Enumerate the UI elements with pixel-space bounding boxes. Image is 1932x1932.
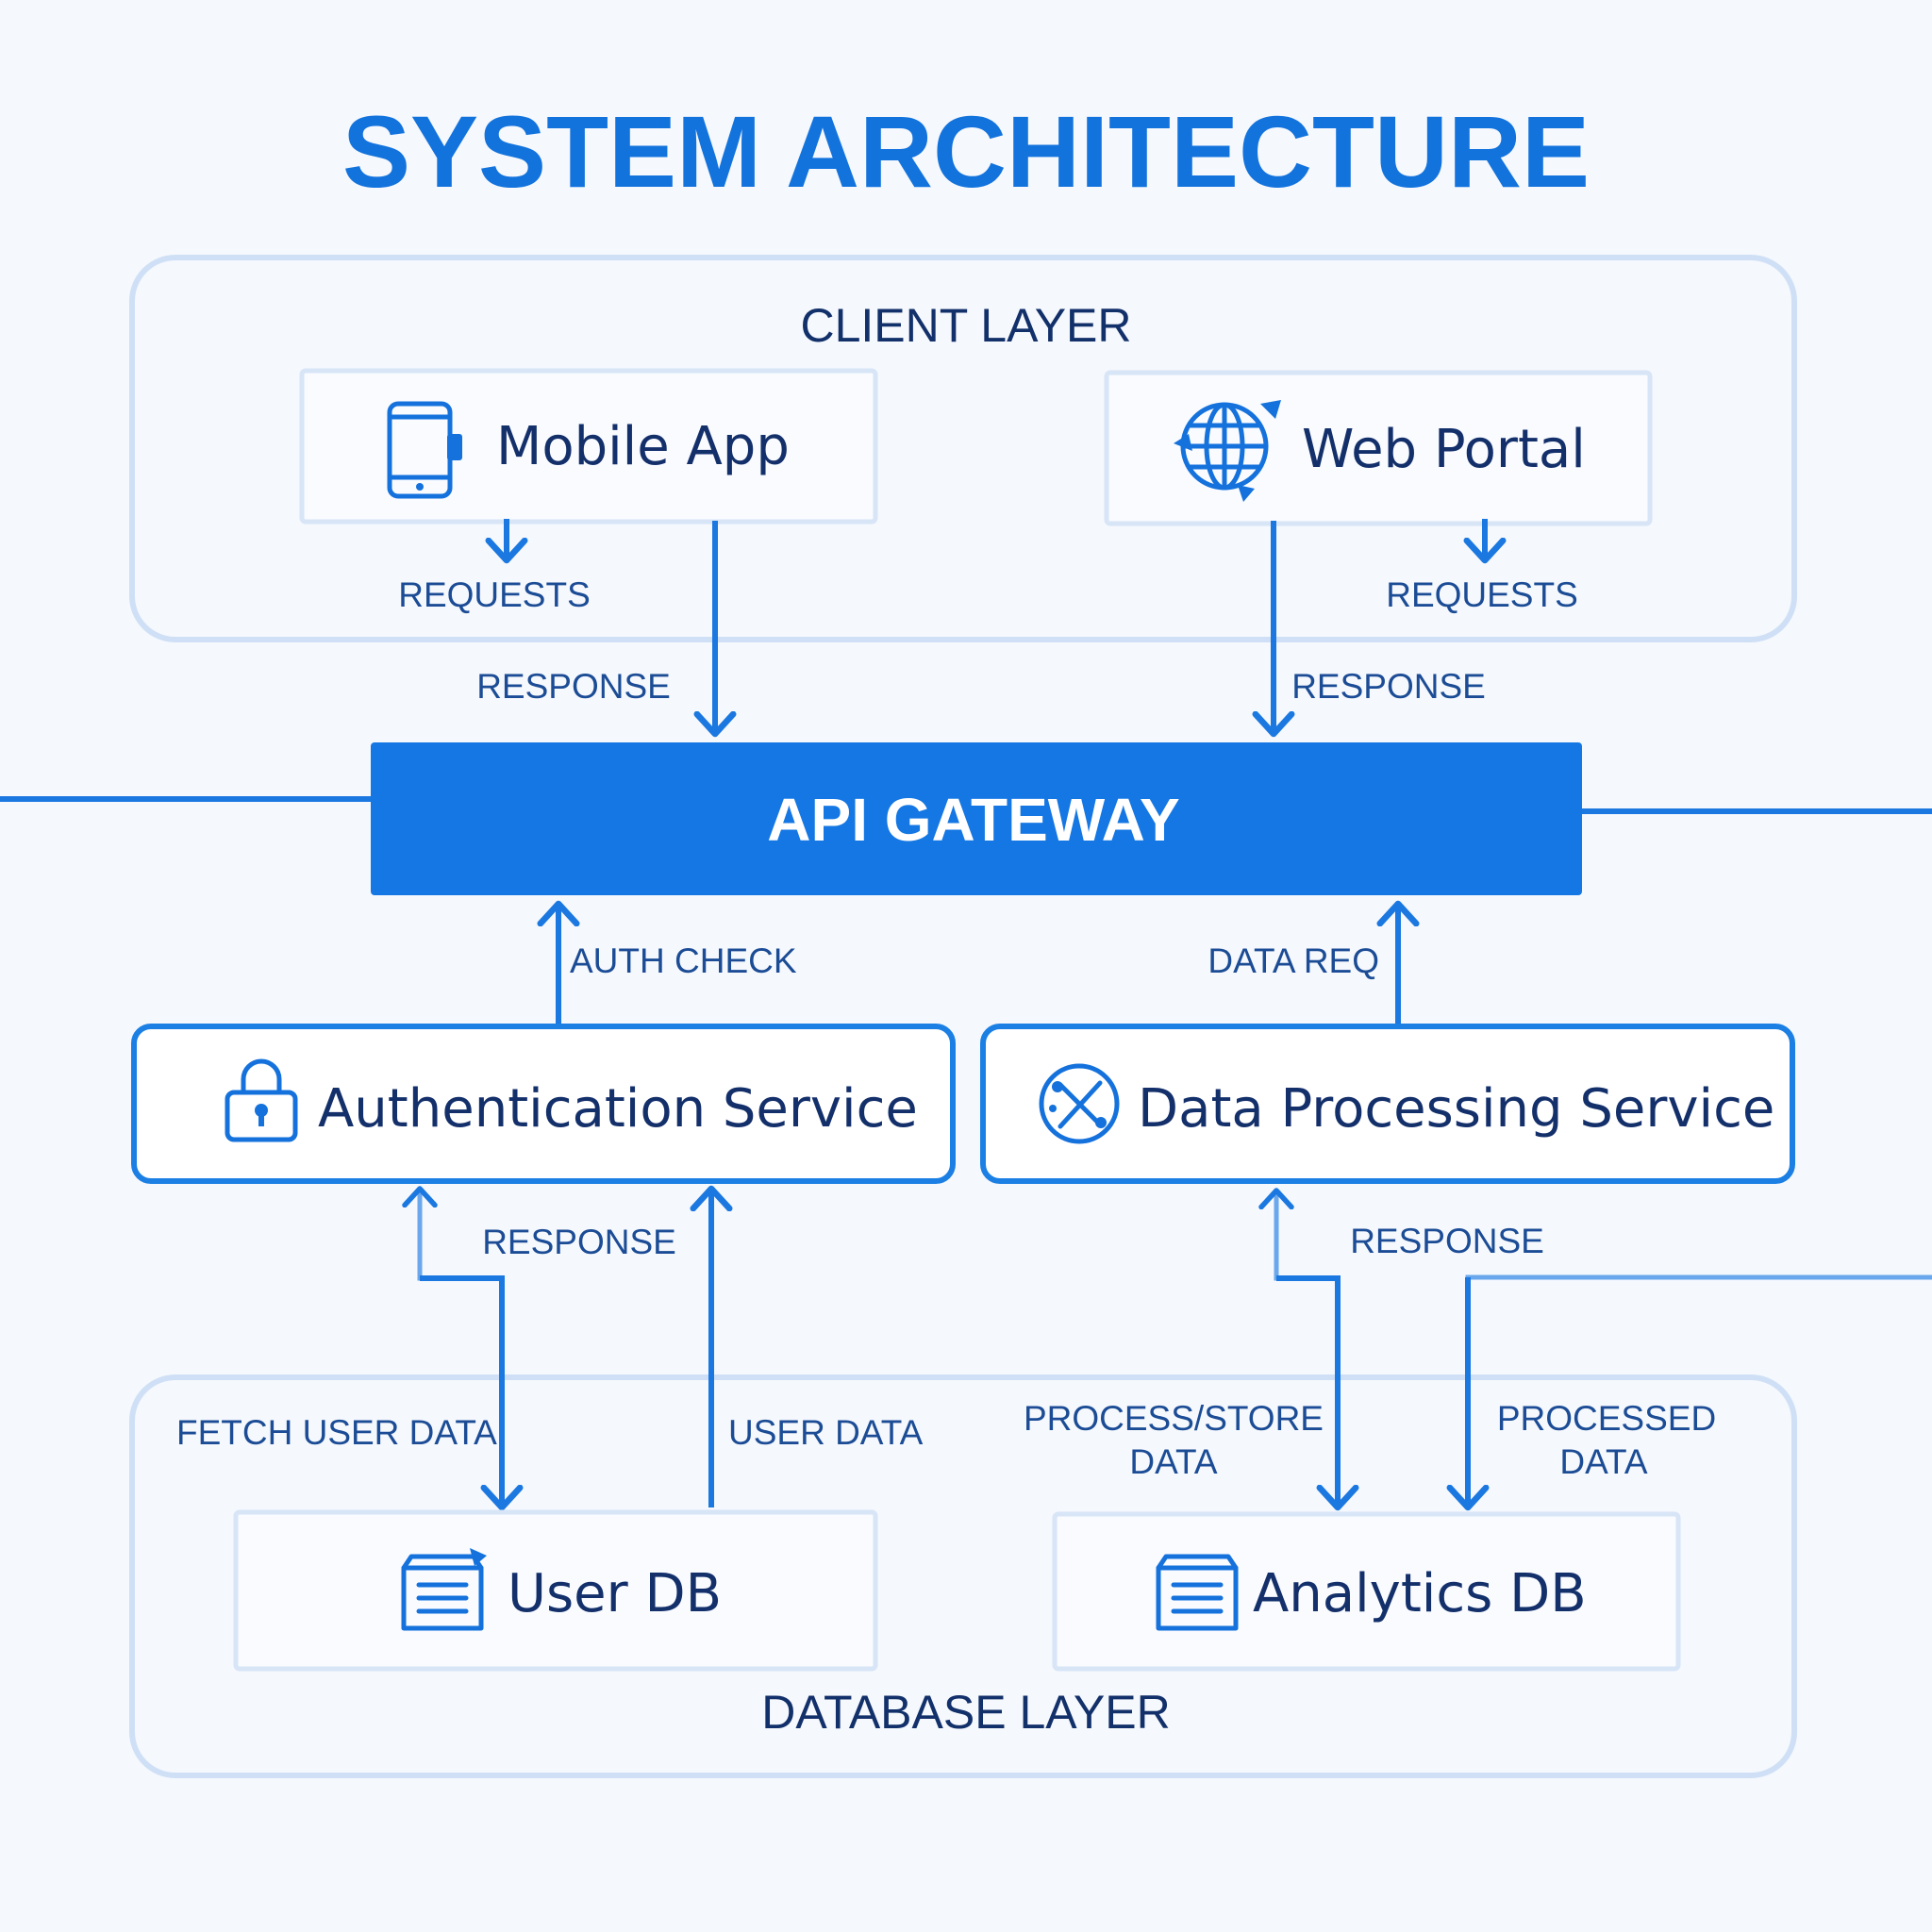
web-portal-label: Web Portal [1302, 419, 1586, 480]
api-gateway-node[interactable]: API GATEWAY [371, 742, 1582, 895]
auth-check-label: AUTH CHECK [570, 941, 797, 980]
user-db-label: User DB [508, 1563, 722, 1624]
mobile-app-label: Mobile App [496, 416, 790, 477]
data-processing-service-node[interactable]: Data Processing Service [980, 1024, 1795, 1184]
processed-label-line2: DATA [1559, 1442, 1648, 1481]
analytics-db-node[interactable]: Analytics DB [1052, 1511, 1681, 1672]
mobile-app-node[interactable]: Mobile App [299, 368, 878, 525]
authentication-service-label: Authentication Service [318, 1078, 918, 1140]
user-data-label: USER DATA [728, 1413, 924, 1452]
user-db-box [233, 1509, 878, 1672]
auth-db-response-label: RESPONSE [482, 1223, 676, 1261]
database-icon [401, 1548, 487, 1631]
authentication-service-node[interactable]: Authentication Service [131, 1024, 956, 1184]
data-response-arrow [1276, 1191, 1338, 1281]
analytics-db-label: Analytics DB [1253, 1563, 1587, 1624]
data-processing-service-box [980, 1024, 1795, 1184]
database-layer-label: DATABASE LAYER [761, 1686, 1170, 1739]
process-store-data-arrow [1276, 1275, 1338, 1507]
mobile-requests-label: REQUESTS [398, 575, 591, 614]
page-title: SYSTEM ARCHITECTURE [342, 94, 1590, 208]
globe-icon [1174, 400, 1281, 502]
data-db-response-label: RESPONSE [1350, 1222, 1544, 1260]
process-store-label-line1: PROCESS/STORE [1024, 1399, 1324, 1438]
web-requests-label: REQUESTS [1386, 575, 1578, 614]
database-layer-box [129, 1374, 1797, 1778]
process-store-label-line2: DATA [1129, 1442, 1218, 1481]
web-response-label: RESPONSE [1291, 667, 1486, 706]
authentication-service-box [131, 1024, 956, 1184]
data-processing-service-label: Data Processing Service [1138, 1078, 1774, 1140]
padlock-icon [225, 1058, 298, 1142]
api-gateway-label: API GATEWAY [767, 786, 1179, 854]
fetch-user-data-arrow [420, 1275, 502, 1507]
mobile-phone-icon [387, 401, 462, 499]
processed-label-line1: PROCESSED [1497, 1399, 1716, 1438]
database-icon [1156, 1554, 1239, 1631]
client-layer-label: CLIENT LAYER [800, 299, 1131, 352]
right-data-connector-line [1465, 1274, 1932, 1316]
fetch-user-data-label: FETCH USER DATA [176, 1413, 497, 1452]
mobile-app-box [299, 368, 878, 525]
client-layer-box [129, 255, 1797, 642]
user-db-node[interactable]: User DB [233, 1509, 878, 1672]
web-portal-node[interactable]: Web Portal [1104, 370, 1653, 526]
data-req-label: DATA REQ [1208, 941, 1379, 980]
mobile-response-label: RESPONSE [476, 667, 671, 706]
api-gateway-box [371, 742, 1582, 895]
tools-icon [1039, 1063, 1120, 1144]
